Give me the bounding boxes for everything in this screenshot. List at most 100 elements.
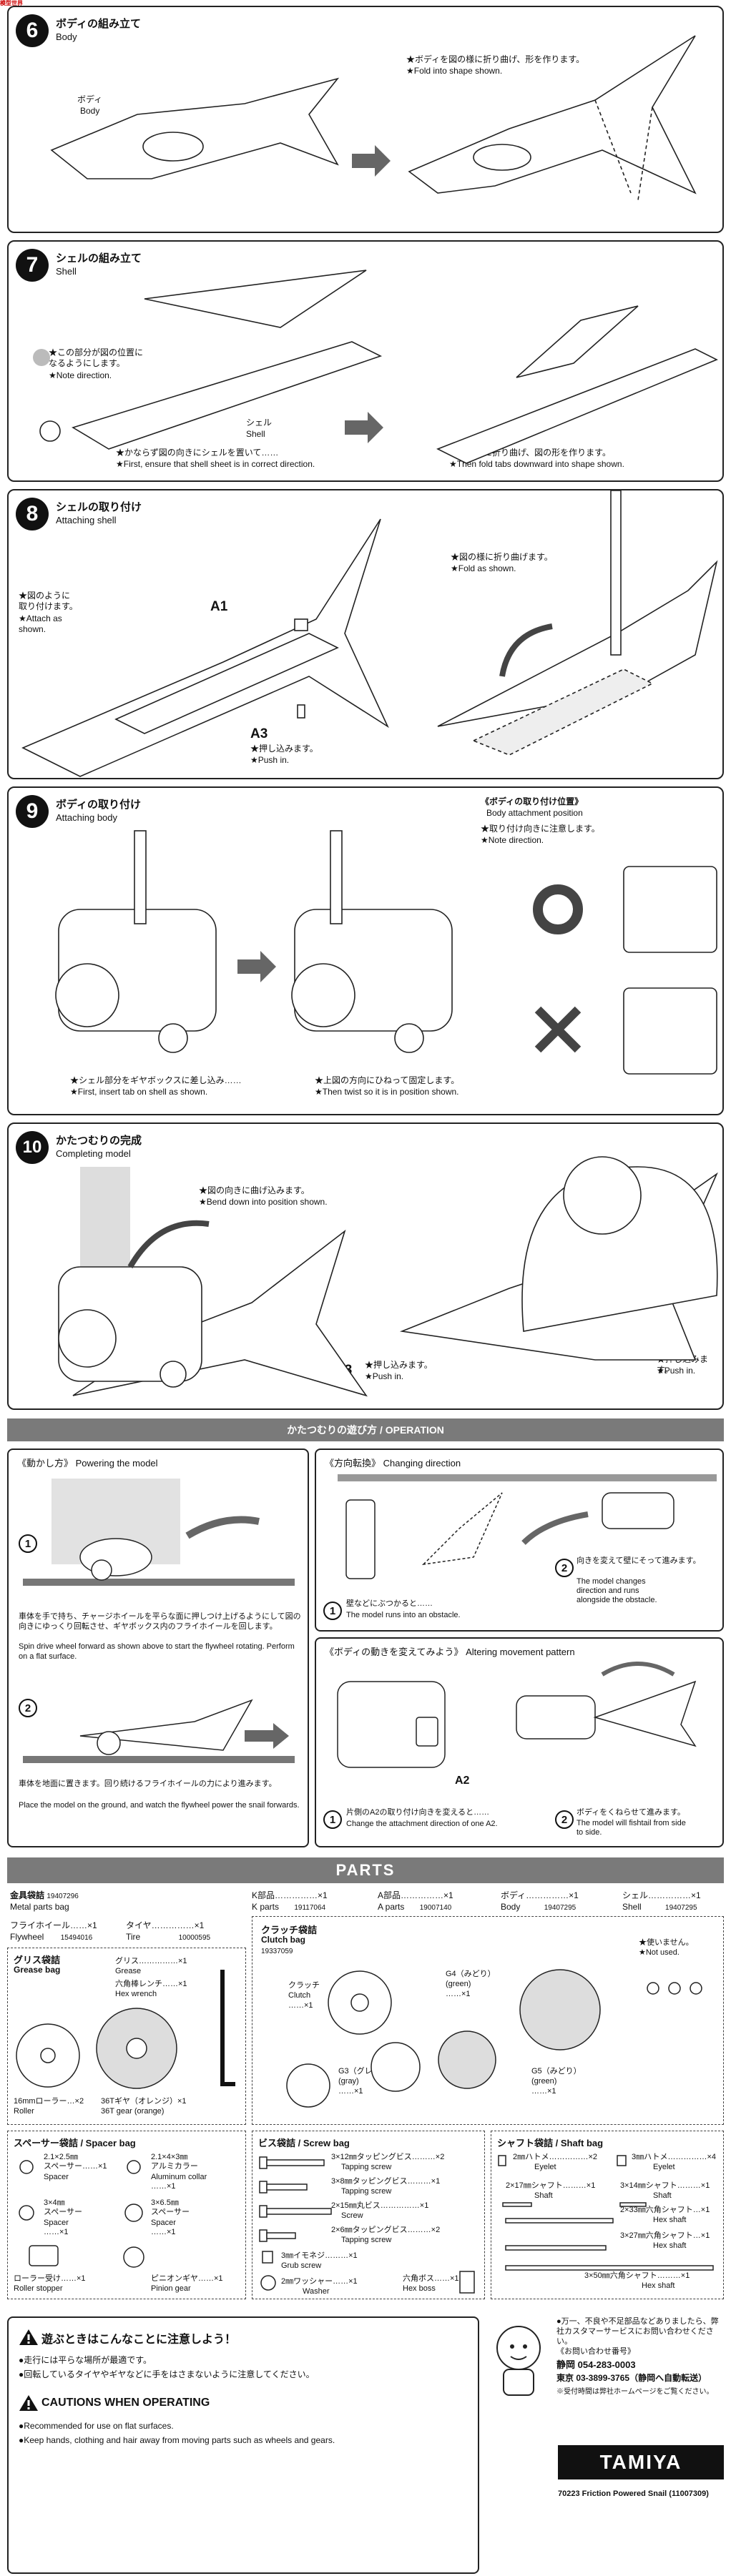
twist-note-en: ★Then twist so it is in position shown.	[315, 1087, 459, 1097]
step-1-badge: 1	[19, 1534, 37, 1553]
not-used-jp: ★使いません。	[639, 1938, 694, 1947]
g5-qty: ……×1	[531, 2087, 556, 2096]
step-title-jp: ボディの取り付け	[56, 799, 141, 811]
roller-stopper-icon	[29, 2245, 59, 2266]
eyelet-icon	[617, 2155, 627, 2166]
altering-text-2-jp: ボディをくねらせて進みます。	[577, 1808, 685, 1817]
direction-note-jp: ★この部分が図の位置に なるようにします。	[49, 347, 144, 368]
direction-text-2-en: The model changes direction and runs alo…	[577, 1577, 657, 1604]
push-note-left-jp: ★押し込みます。	[365, 1360, 433, 1370]
eyelet-2mm-en: Eyelet	[534, 2163, 556, 2171]
powering-title-jp: 《動かし方》	[17, 1458, 74, 1469]
step-title-en: Completing model	[56, 1148, 131, 1159]
k-parts-en: K parts	[252, 1902, 280, 1912]
powering-panel: 《動かし方》 Powering the model 1 車体を手で持ち、チャージ…	[7, 1449, 309, 1847]
metal-bag-code: 19407296	[46, 1892, 79, 1900]
g3-gear-icon	[371, 2042, 421, 2092]
screw-1-en: Tapping screw	[341, 2163, 392, 2171]
spacer-bag-illustration	[19, 2160, 144, 2268]
safety-line-2: ●回転しているタイヤやギヤなどに手をはさまないように注意してください。	[19, 2369, 315, 2379]
step-title-jp: かたつむりの完成	[56, 1135, 142, 1147]
shell-label-jp: シェル	[246, 418, 273, 428]
eyelet-3mm-jp: 3㎜ハトメ……………×4	[632, 2153, 716, 2161]
clutch-qty: ……×1	[288, 2001, 313, 2010]
shizuoka-phone[interactable]: 静岡 054-283-0003	[556, 2359, 636, 2370]
clutch-en: Clutch	[288, 1991, 311, 2000]
altering-title-jp: 《ボディの動きを変えてみよう》	[325, 1647, 463, 1657]
shell-label-en: Shell	[246, 429, 265, 439]
shaft-1-en: Shaft	[534, 2191, 553, 2200]
g3-qty: ……×1	[338, 2087, 363, 2096]
step-2-badge: 2	[555, 1559, 574, 1577]
push-note-left-en: ★Push in.	[365, 1371, 404, 1381]
pinion-gear-icon	[123, 2246, 144, 2268]
caution-line-2: ●Keep hands, clothing and hair away from…	[19, 2435, 335, 2445]
spacer-1-jp: 2.1×2.5㎜ スペーサー……×1	[44, 2153, 107, 2171]
grease-bag-title: グリス袋詰	[14, 1955, 61, 1965]
altering-title: 《ボディの動きを変えてみよう》 Altering movement patter…	[325, 1644, 575, 1658]
step-title-jp: シェルの取り付け	[56, 501, 142, 513]
operation-header-bar: かたつむりの遊び方 / OPERATION	[7, 1418, 724, 1441]
gear-en: 36T gear (orange)	[101, 2107, 165, 2116]
shaft-1-jp: 2×17㎜シャフト………×1	[506, 2181, 596, 2190]
screw-icon	[266, 2208, 332, 2215]
spacer-bag-panel: スペーサー袋詰 / Spacer bag 2.1×2.5㎜ スペーサー……×1 …	[7, 2131, 246, 2299]
step-2-badge: 2	[19, 1699, 37, 1717]
push-note-right-en: ★Push in.	[657, 1366, 696, 1376]
shaft-icon	[502, 2202, 532, 2207]
incorrect-mark	[534, 1006, 582, 1053]
g4-jp: G4（みどり）	[446, 1970, 496, 1978]
screw-bag-title: ビス袋詰 / Screw bag	[258, 2138, 350, 2148]
grub-screw-jp: 3㎜イモネジ………×1	[281, 2251, 358, 2260]
washer-icon	[260, 2275, 276, 2291]
screw-icon	[266, 2232, 296, 2239]
powering-text-2-jp: 車体を地面に置きます。回り続けるフライホイールの力により進みます。	[19, 1780, 277, 1788]
grease-item-jp: グリス……………×1	[115, 1957, 187, 1965]
grease-bag-illustration	[16, 1970, 235, 2089]
hours-note: ※受付時間は弊社ホームページをご覧ください。	[556, 2388, 714, 2396]
insert-note-en: ★First, insert tab on shell as shown.	[70, 1087, 208, 1097]
bend-note-jp: ★図の向きに曲げ込みます。	[199, 1185, 310, 1195]
shaft-bag-illustration	[498, 2155, 714, 2271]
tire-en: Tire	[126, 1932, 141, 1942]
metal-bag-jp: 金具袋詰	[10, 1890, 45, 1900]
shaft-4-en: Hex shaft	[653, 2241, 687, 2250]
spacer-2-en: Aluminum collar ……×1	[151, 2173, 207, 2191]
screw-4-en: Tapping screw	[341, 2236, 392, 2244]
completed-snail-illustration	[58, 1156, 718, 1397]
step-8-box: 8 シェルの取り付け Attaching shell ★図のように 取り付けます…	[7, 489, 724, 779]
shell-part-code: 19407295	[665, 1904, 697, 1912]
part-a2-label: A2	[455, 1775, 470, 1787]
direction-title-jp: 《方向転換》	[325, 1458, 381, 1469]
shell-part-en: Shell	[622, 1902, 642, 1912]
stopper-en: Roller stopper	[14, 2284, 63, 2293]
k-parts-jp: K部品……………×1	[252, 1890, 328, 1900]
spacer-bag-title: スペーサー袋詰 / Spacer bag	[14, 2138, 136, 2148]
push-note-en: ★Push in.	[250, 755, 290, 765]
step-number: 9	[16, 795, 49, 828]
shaft-2-jp: 3×14㎜シャフト………×1	[620, 2181, 710, 2190]
step-number: 6	[16, 14, 49, 47]
clutch-bag-title: クラッチ袋詰	[261, 1925, 318, 1935]
step-1-badge: 1	[323, 1810, 342, 1829]
step-2-badge: 2	[555, 1810, 574, 1829]
direction-text-1-en: The model runs into an obstacle.	[346, 1611, 461, 1619]
spacer-4-en: Spacer ……×1	[151, 2219, 176, 2236]
next-arrow	[345, 412, 383, 443]
fold-note-jp: ★図の様に折り曲げます。	[451, 552, 553, 562]
shaft-5-en: Hex shaft	[642, 2281, 675, 2290]
attach-note-en: ★Attach as shown.	[19, 613, 62, 634]
a-parts-en: A parts	[378, 1902, 405, 1912]
gear-jp: 36Tギヤ（オレンジ）×1	[101, 2097, 187, 2106]
bend-arrow	[127, 1220, 210, 1268]
step-6-box: 6 ボディの組み立て Body ボディ Body ★ボディを図の様に折り曲げ、形…	[7, 6, 724, 233]
position-title-en: Body attachment position	[486, 808, 583, 818]
spacer-3-en: Spacer ……×1	[44, 2219, 69, 2236]
spacer-1-en: Spacer	[44, 2173, 69, 2181]
screw-3-jp: 2×15㎜丸ビス……………×1	[331, 2201, 429, 2210]
tokyo-phone[interactable]: 東京 03-3899-3765（静岡へ自動転送）	[556, 2373, 707, 2383]
fold-tabs-note-en: ★Then fold tabs downward into shape show…	[449, 459, 624, 469]
safety-line-1: ●走行には平らな場所が最適です。	[19, 2355, 152, 2365]
body-part-en: Body	[501, 1902, 521, 1912]
